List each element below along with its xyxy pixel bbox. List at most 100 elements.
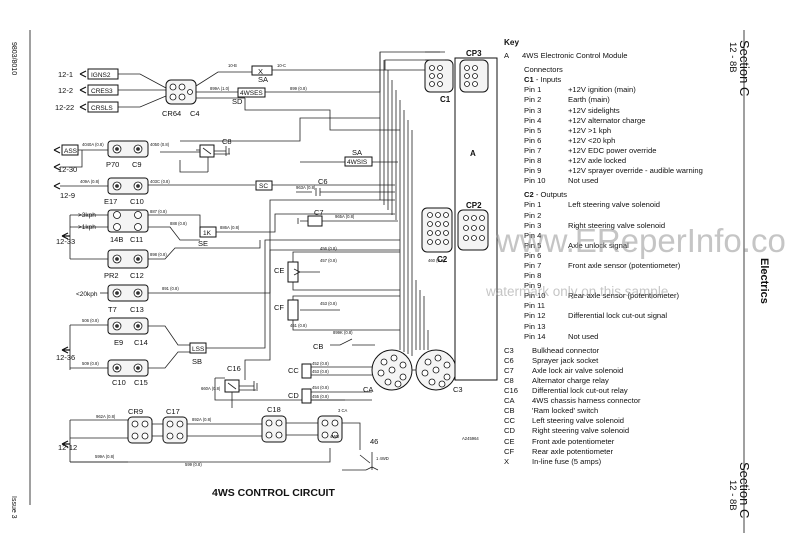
svg-text:899A (1.0): 899A (1.0): [210, 86, 230, 91]
switch-4wsis: SA 4WSIS: [344, 148, 373, 167]
connector-c17: C17 892A (0.8): [162, 407, 212, 444]
socket-c6: C6 963A (0.8): [296, 177, 395, 196]
svg-text:C8: C8: [222, 137, 232, 146]
connector-c18: C18: [261, 405, 287, 443]
svg-text:IGNS2: IGNS2: [91, 72, 111, 79]
connector-e9-c14: 12-36 506 (0.8) E9 C14: [56, 317, 149, 370]
svg-text:LSS: LSS: [192, 346, 205, 353]
pin-number: Pin 11: [524, 301, 545, 311]
pin-number: Pin 6: [524, 135, 542, 145]
svg-text:12-2: 12-2: [58, 86, 73, 95]
component-code: CC: [504, 416, 515, 426]
svg-text:CC: CC: [288, 366, 299, 375]
svg-text:PR2: PR2: [104, 271, 119, 280]
component-code: CD: [504, 426, 515, 436]
svg-text:CD: CD: [288, 391, 299, 400]
svg-text:460 (0.8): 460 (0.8): [428, 258, 445, 263]
connector-cp3: CP3 C1: [424, 49, 489, 104]
pin-number: Pin 13: [524, 321, 546, 331]
svg-text:899 (0.8): 899 (0.8): [290, 86, 307, 91]
solenoid-c7: C7 965A (0.8): [297, 208, 398, 227]
switch-sc: [255, 180, 273, 191]
svg-text:A245964: A245964: [462, 436, 479, 441]
component-description: Sprayer jack socket: [532, 355, 599, 365]
svg-text:ASS: ASS: [64, 148, 78, 155]
switch-46: 46 1 4WD: [342, 422, 389, 471]
issue-label: Issue 3: [10, 496, 17, 519]
component-code: C7: [504, 365, 514, 375]
svg-text:C11: C11: [130, 235, 143, 244]
pin-number: Pin 7: [524, 260, 542, 270]
svg-text:12-12: 12-12: [58, 443, 77, 452]
connector-14b-c11: >3kph >1kph 12-33 14B C11 887 (0.8) 888 …: [56, 209, 187, 246]
svg-text:599A (0.8): 599A (0.8): [95, 454, 115, 459]
svg-text:X: X: [258, 67, 263, 76]
component-code: C8: [504, 376, 514, 385]
svg-text:899K (0.8): 899K (0.8): [333, 330, 353, 335]
svg-text:455 (0.8): 455 (0.8): [312, 394, 329, 399]
pin-number: Pin 3: [524, 220, 542, 230]
section-header-bottom: Section C: [737, 462, 752, 519]
pin-number: Pin 10: [524, 291, 546, 301]
component-description: 4WS chassis harness connector: [532, 396, 641, 406]
section-header-top: Section C: [737, 40, 752, 97]
svg-text:4040A (0.8): 4040A (0.8): [82, 142, 104, 147]
pin-number: Pin 8: [524, 156, 542, 166]
potentiometer-cf: CF 453 (0.8): [274, 295, 400, 331]
svg-text:4WD: 4WD: [330, 434, 339, 439]
pin-number: Pin 4: [524, 230, 542, 240]
svg-text:898 (0.8): 898 (0.8): [150, 252, 167, 257]
component-code: C16: [504, 386, 518, 396]
svg-text:403C (0.8): 403C (0.8): [150, 179, 170, 184]
svg-text:<20kph: <20kph: [76, 291, 98, 298]
connector-p70-c9: P70 C9 4050 (0.8): [106, 140, 170, 169]
svg-text:CR64: CR64: [162, 109, 181, 118]
svg-text:SA: SA: [352, 148, 362, 157]
side-title: Electrics: [758, 258, 770, 304]
pin-description: +12V sidelights: [568, 105, 620, 115]
svg-text:888 (0.8): 888 (0.8): [170, 221, 187, 226]
svg-text:C15: C15: [134, 378, 148, 387]
svg-text:C3: C3: [453, 385, 463, 394]
svg-text:4050 (0.8): 4050 (0.8): [150, 142, 170, 147]
svg-text:3 CA: 3 CA: [338, 408, 348, 413]
svg-text:SE: SE: [198, 239, 208, 248]
pin-row: Pin 9: [504, 281, 734, 291]
pin-description: +12V ignition (main): [568, 85, 636, 95]
component-code: X: [504, 456, 510, 466]
pin-description: Not used: [568, 176, 599, 186]
svg-text:C7: C7: [314, 208, 324, 217]
component-description: Right steering valve solenoid: [532, 426, 630, 436]
page-number-bottom: 12 - 8B: [727, 480, 738, 511]
svg-text:SC: SC: [259, 183, 268, 190]
pin-row: Pin 3+12V sidelights: [504, 106, 734, 116]
component-row: CB'Ram locked' switch: [504, 406, 734, 416]
svg-text:886A (0.8): 886A (0.8): [220, 225, 240, 230]
pin-description: +12V EDC power override: [568, 145, 657, 155]
input-ass: ASS 12-30 4040A (0.8): [53, 142, 108, 174]
svg-text:CRSLS: CRSLS: [91, 105, 113, 112]
svg-text:SB: SB: [192, 357, 202, 366]
component-code: CF: [504, 446, 515, 456]
svg-text:453 (0.8): 453 (0.8): [320, 301, 337, 306]
connector-cp2: CP2 C2: [421, 201, 489, 264]
switch-sb: LSS SB: [189, 342, 207, 366]
pin-number: Pin 7: [524, 145, 542, 155]
svg-text:CB: CB: [313, 342, 323, 351]
connector-c10-c15: 509 (0.8) C10 C15: [82, 359, 149, 387]
svg-text:12-1: 12-1: [58, 70, 73, 79]
svg-text:C14: C14: [134, 338, 148, 347]
svg-text:E17: E17: [104, 197, 117, 206]
svg-text:12-33: 12-33: [56, 237, 75, 246]
connector-cr64: CR64 C4: [162, 79, 200, 118]
svg-text:461 (0.8): 461 (0.8): [290, 323, 307, 328]
